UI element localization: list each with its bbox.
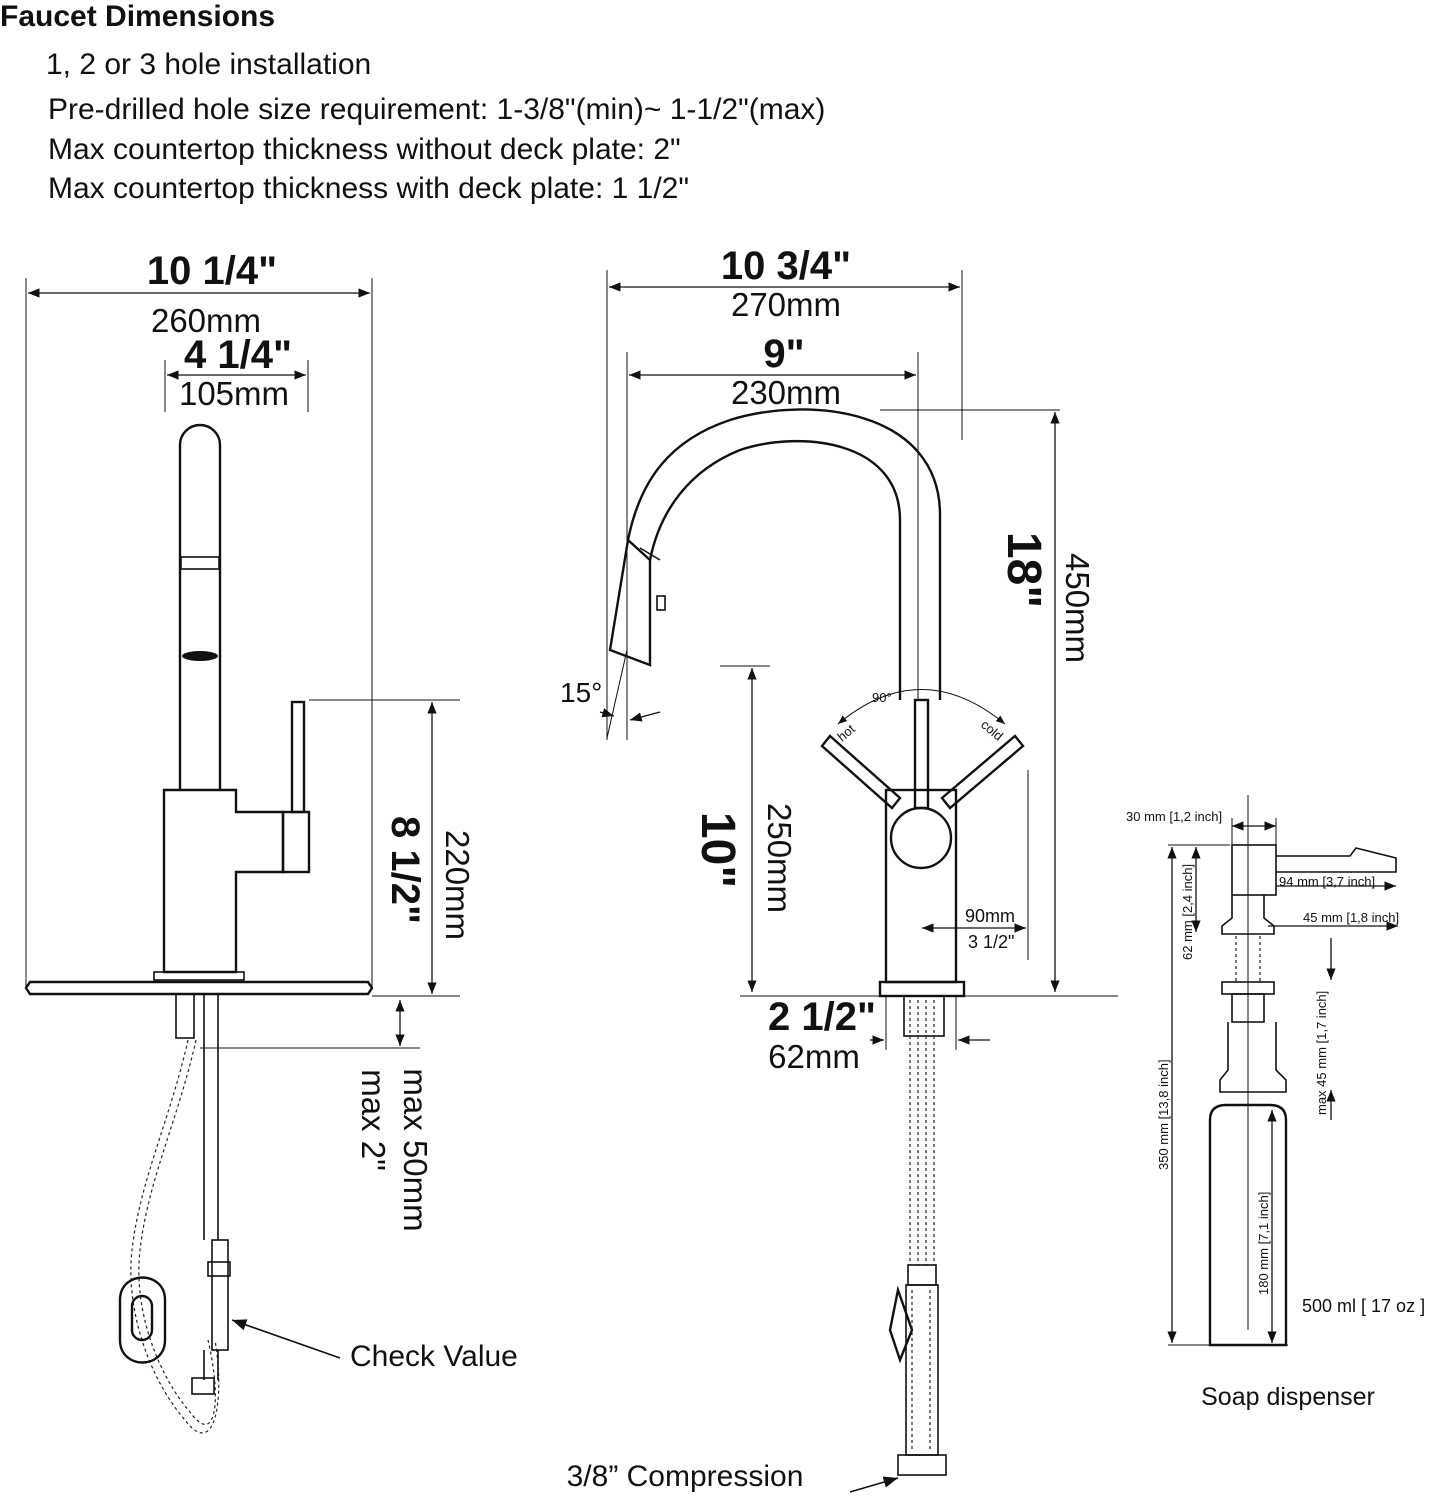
soap-volume: 500 ml [ 17 oz ] <box>1302 1296 1425 1316</box>
compression-label: 3/8” Compression <box>567 1460 804 1493</box>
rotation-angle: 90° <box>872 690 892 705</box>
base-diameter-mm: 62mm <box>768 1038 860 1075</box>
spec-line-hole-size: Pre-drilled hole size requirement: 1-3/8… <box>48 93 826 126</box>
soap-height-62: 62 mm [2,4 inch] <box>1180 864 1195 960</box>
front-reach-inch: 10 3/4" <box>721 244 851 288</box>
soap-nozzle-94: 94 mm [3,7 inch] <box>1279 874 1375 889</box>
base-diameter-inch: 2 1/2" <box>768 995 876 1039</box>
front-view-faucet <box>599 270 1118 1493</box>
soap-bottle-180: 180 mm [7,1 inch] <box>1256 1192 1271 1295</box>
soap-flange-45: 45 mm [1,8 inch] <box>1303 910 1399 925</box>
spray-angle: 15° <box>560 677 602 708</box>
front-height-inch: 18" <box>997 532 1050 608</box>
side-height-mm: 220mm <box>439 830 476 940</box>
front-height-mm: 450mm <box>1059 553 1096 663</box>
page-title: Faucet Dimensions <box>0 0 276 33</box>
front-spout-inch: 9" <box>763 332 804 376</box>
deck-thickness-inch: max 2" <box>355 1069 392 1171</box>
side-width-mm: 260mm <box>151 302 261 339</box>
front-reach-mm: 270mm <box>731 286 841 323</box>
handle-reach-mm: 90mm <box>965 906 1015 926</box>
side-height-inch: 8 1/2" <box>383 816 427 924</box>
side-width-inch: 10 1/4" <box>147 249 277 293</box>
check-valve-label: Check Value <box>350 1340 518 1373</box>
spec-line-thickness-plate: Max countertop thickness with deck plate… <box>48 172 689 205</box>
soap-dispenser <box>1167 795 1398 1347</box>
soap-max-45: max 45 mm [1,7 inch] <box>1314 991 1329 1115</box>
side-spout-inch: 4 1/4" <box>184 333 292 377</box>
handle-reach-inch: 3 1/2" <box>968 932 1014 952</box>
spec-line-holes: 1, 2 or 3 hole installation <box>46 48 372 81</box>
soap-width-30: 30 mm [1,2 inch] <box>1126 809 1222 824</box>
header: Faucet Dimensions 1, 2 or 3 hole install… <box>0 0 1443 220</box>
front-spout-mm: 230mm <box>731 374 841 411</box>
side-view-faucet <box>24 278 460 1434</box>
deck-thickness-mm: max 50mm <box>397 1068 434 1231</box>
side-spout-mm: 105mm <box>179 375 289 412</box>
outlet-height-inch: 10" <box>691 812 744 888</box>
spec-line-thickness-no-plate: Max countertop thickness without deck pl… <box>48 133 681 166</box>
soap-height-350: 350 mm [13,8 inch] <box>1156 1059 1171 1170</box>
outlet-height-mm: 250mm <box>761 803 798 913</box>
soap-dispenser-caption: Soap dispenser <box>1201 1383 1375 1411</box>
hot-label: hot <box>834 721 858 744</box>
